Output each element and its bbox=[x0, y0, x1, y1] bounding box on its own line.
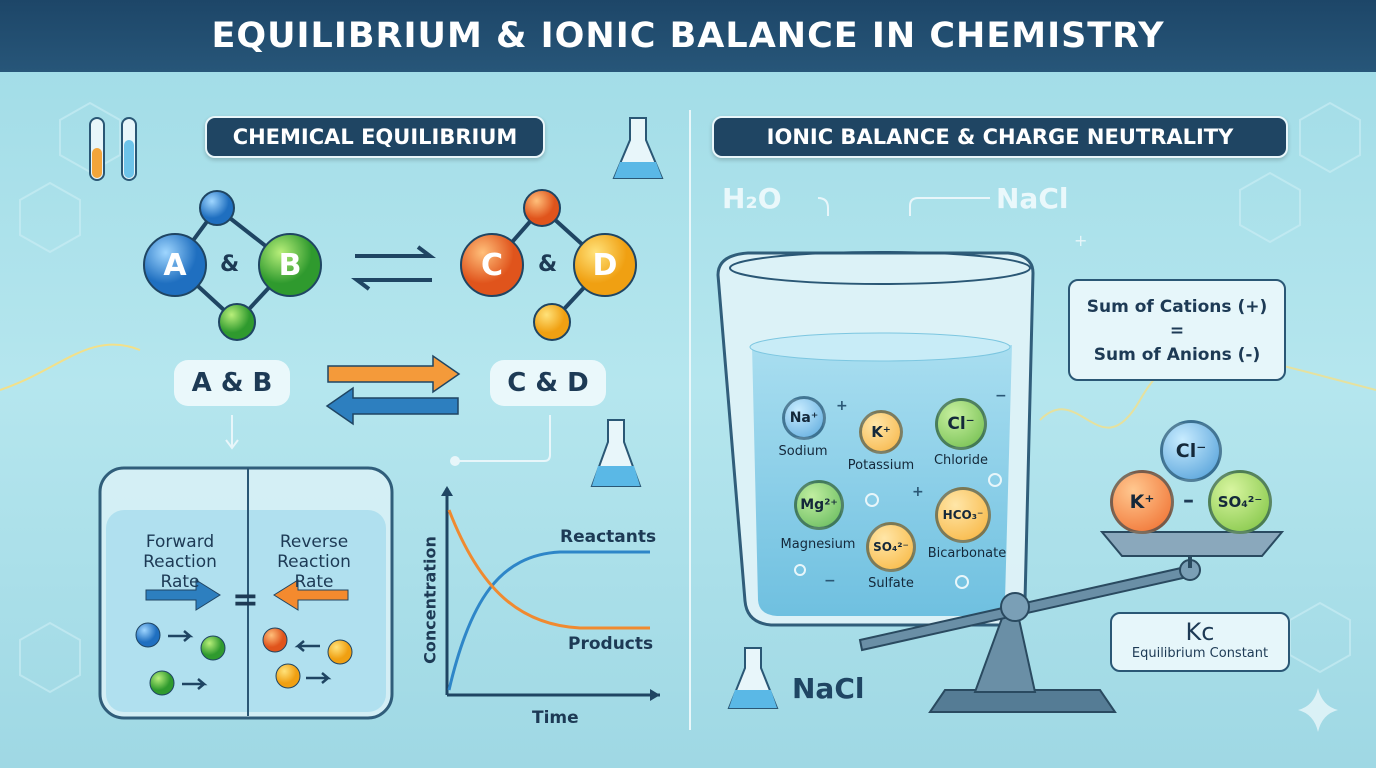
equals-sign: = bbox=[232, 580, 259, 618]
molecule-b: B bbox=[278, 248, 302, 283]
products-label: C & D bbox=[490, 360, 606, 406]
svg-text:+: + bbox=[836, 398, 848, 414]
products-curve-label: Products bbox=[568, 634, 654, 654]
forward-rate-label: Forward Reaction Rate bbox=[143, 532, 217, 592]
title-banner: EQUILIBRIUM & IONIC BALANCE IN CHEMISTRY bbox=[0, 0, 1376, 72]
equals-text: = bbox=[1169, 321, 1185, 341]
nacl-top-label: NaCl bbox=[996, 182, 1069, 215]
molecule-c: C bbox=[480, 248, 504, 283]
ion-sodium-label: Sodium bbox=[778, 444, 828, 459]
svg-text:−: − bbox=[824, 573, 836, 589]
sparkle-icon bbox=[1298, 688, 1338, 732]
molecule-d: D bbox=[592, 248, 618, 283]
balance-scale bbox=[858, 531, 1285, 713]
ion-potassium-label: Potassium bbox=[847, 458, 915, 473]
molecule-a: A bbox=[163, 248, 187, 283]
reactants-label: A & B bbox=[174, 360, 290, 406]
ampersand-cd: & bbox=[538, 252, 558, 277]
graph-ylabel: Concentration bbox=[420, 536, 440, 664]
reactants-curve bbox=[447, 550, 650, 691]
svg-text:−: − bbox=[995, 388, 1007, 404]
nacl-bottom-label: NaCl bbox=[792, 672, 865, 705]
h2o-label: H₂O bbox=[722, 182, 782, 215]
ion-magnesium-label: Magnesium bbox=[780, 537, 856, 552]
ampersand-ab: & bbox=[220, 252, 240, 277]
ion-bicarbonate: HCO₃⁻ bbox=[935, 487, 991, 543]
scale-ion-chloride: Cl⁻ bbox=[1160, 420, 1222, 482]
reverse-rate-label: Reverse Reaction Rate bbox=[277, 532, 351, 592]
hexagon-pattern bbox=[19, 101, 1361, 694]
svg-text:+: + bbox=[912, 484, 924, 500]
ion-chloride: Cl⁻ bbox=[935, 398, 987, 450]
reactants-curve-label: Reactants bbox=[560, 527, 657, 547]
kc-label: Equilibrium Constant bbox=[1131, 646, 1269, 661]
scale-ion-potassium: K⁺ bbox=[1110, 470, 1174, 534]
ion-sulfate: SO₄²⁻ bbox=[866, 522, 916, 572]
concentration-graph bbox=[441, 486, 660, 701]
scale-dash: – bbox=[1183, 488, 1194, 513]
graph-xlabel: Time bbox=[532, 708, 579, 728]
anions-text: Sum of Anions (-) bbox=[1093, 345, 1261, 365]
equilibrium-arrows-small bbox=[351, 245, 436, 291]
cations-text: Sum of Cations (+) bbox=[1086, 297, 1268, 317]
scale-ion-sulfate: SO₄²⁻ bbox=[1208, 470, 1272, 534]
rate-beaker bbox=[98, 466, 394, 720]
ion-magnesium: Mg²⁺ bbox=[794, 480, 844, 530]
flask-icon-bottom bbox=[727, 647, 779, 709]
equilibrium-constant-box: Kc Equilibrium Constant bbox=[1110, 612, 1290, 672]
ion-sodium: Na⁺ bbox=[782, 396, 826, 440]
heading-ionic-balance: IONIC BALANCE & CHARGE NEUTRALITY bbox=[712, 116, 1288, 158]
ion-potassium: K⁺ bbox=[859, 410, 903, 454]
flask-icon-top bbox=[612, 117, 664, 179]
ion-sulfate-label: Sulfate bbox=[868, 576, 914, 591]
kc-symbol: Kc bbox=[1185, 618, 1215, 646]
charge-neutrality-callout: Sum of Cations (+) = Sum of Anions (-) bbox=[1068, 279, 1286, 381]
products-curve bbox=[447, 509, 650, 630]
product-molecule bbox=[460, 189, 637, 341]
svg-text:+: + bbox=[1074, 231, 1087, 250]
flask-icon-middle bbox=[590, 419, 642, 487]
heading-chemical-equilibrium: CHEMICAL EQUILIBRIUM bbox=[205, 116, 545, 158]
equilibrium-arrows-large bbox=[325, 354, 461, 426]
ion-chloride-label: Chloride bbox=[933, 453, 989, 468]
test-tubes-icon bbox=[89, 117, 137, 181]
page-title: EQUILIBRIUM & IONIC BALANCE IN CHEMISTRY bbox=[211, 16, 1165, 56]
reactant-molecule bbox=[143, 190, 322, 341]
ion-bicarbonate-label: Bicarbonate bbox=[927, 546, 1007, 561]
